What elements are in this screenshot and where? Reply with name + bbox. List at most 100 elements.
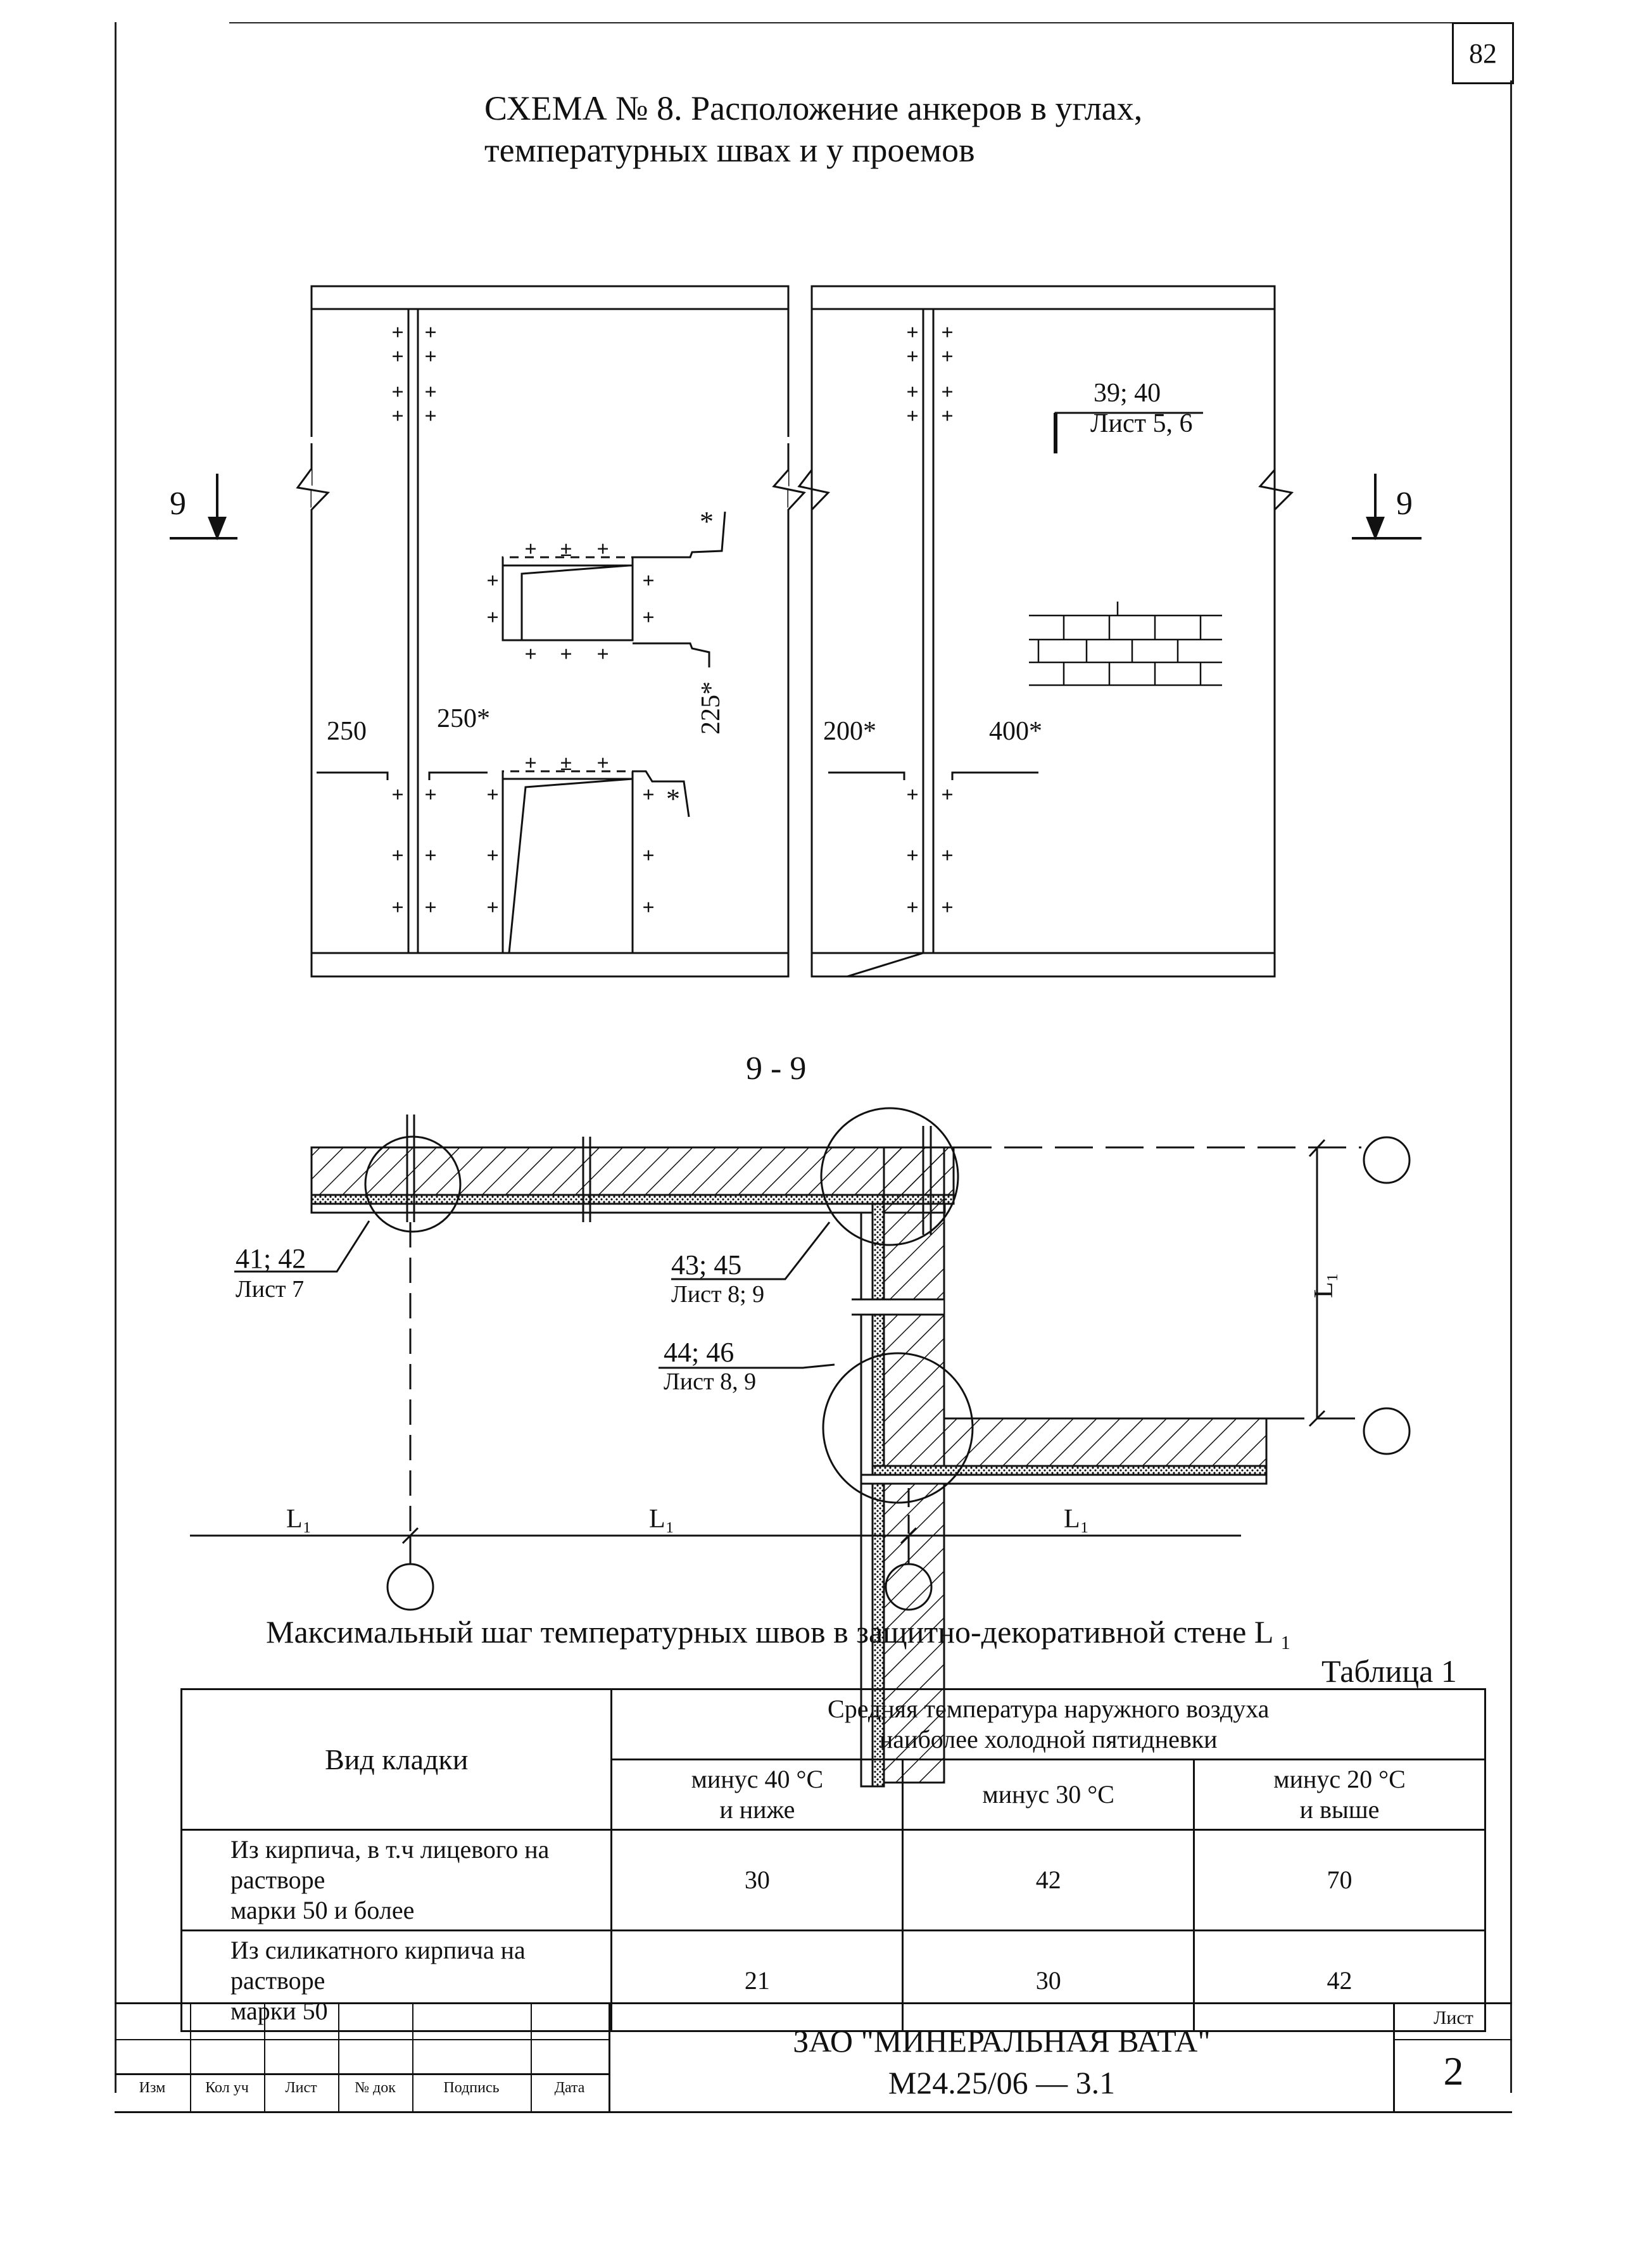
tb-sheet-value: 2: [1443, 2049, 1464, 2093]
row-value: 30: [902, 1929, 1195, 2032]
star-note-lower: *: [666, 783, 680, 814]
svg-text:+: +: [906, 321, 918, 344]
svg-text:+: +: [424, 405, 436, 428]
tb-izm: Изм: [139, 2080, 166, 2096]
tb-podpis: Подпись: [443, 2080, 500, 2096]
svg-text:+: +: [906, 345, 918, 369]
row-kind-line1: Из силикатного кирпича на растворе: [230, 1936, 526, 1995]
row-kind: Из силикатного кирпича на растворе марки…: [180, 1929, 613, 2032]
section-title: 9 - 9: [746, 1051, 806, 1087]
svg-text:+: +: [391, 844, 403, 868]
svg-text:+: +: [906, 381, 918, 404]
frame-top-line: [229, 22, 1452, 23]
svg-text:+: +: [941, 321, 953, 344]
ref-39-40-sheet: Лист 5, 6: [1090, 409, 1192, 438]
svg-text:+: +: [391, 896, 403, 919]
svg-text:+: +: [391, 405, 403, 428]
row-value: 21: [610, 1929, 904, 2032]
anchor-marks-left: ++ ++ ++ ++ +±+ ++ ++ +++ +±+ ++ ++ ++ +…: [391, 321, 654, 919]
svg-text:+: +: [906, 896, 918, 919]
svg-text:+: +: [524, 752, 536, 775]
svg-text:+: +: [906, 405, 918, 428]
svg-text:+: +: [596, 643, 608, 666]
table-caption: Максимальный шаг температурных швов в за…: [266, 1614, 1292, 1650]
schema-title-line1: СХЕМА № 8. Расположение анкеров в углах,: [484, 89, 1143, 127]
tb-company: ЗАО "МИНЕРАЛЬНАЯ ВАТА" М24.25/06 — 3.1: [610, 2020, 1393, 2104]
svg-text:+: +: [424, 783, 436, 807]
svg-text:+: +: [391, 381, 403, 404]
row-kind: Из кирпича, в т.ч лицевого на растворе м…: [180, 1829, 613, 1931]
section-mark-right: [1352, 474, 1422, 541]
ref-41-42: 41; 42: [236, 1243, 306, 1274]
svg-text:+: +: [486, 844, 498, 868]
svg-text:+: +: [596, 538, 608, 561]
col-minus-40-line2: и ниже: [719, 1795, 795, 1824]
section-label-right: 9: [1396, 486, 1413, 522]
row-value: 70: [1193, 1829, 1486, 1931]
svg-text:+: +: [642, 896, 654, 919]
svg-text:+: +: [424, 844, 436, 868]
svg-text:+: +: [424, 896, 436, 919]
svg-text:±: ±: [560, 538, 572, 561]
page-number: 82: [1452, 22, 1514, 84]
row-value: 30: [610, 1829, 904, 1931]
wall-panel-right: [797, 285, 1294, 978]
section-mark-left: [170, 474, 237, 541]
tb-sheet-label: Лист: [1434, 2007, 1473, 2028]
dim-250: 250: [327, 717, 367, 746]
svg-text:+: +: [486, 606, 498, 629]
col-minus-20-line2: и выше: [1299, 1795, 1380, 1824]
tb-list: Лист: [285, 2080, 317, 2096]
header-temp-line1: Средняя температура наружного воздуха: [828, 1695, 1270, 1723]
svg-text:+: +: [596, 752, 608, 775]
row-kind-line2: марки 50 и более: [230, 1896, 415, 1924]
row-value: 42: [1193, 1929, 1486, 2032]
ref-44-46-sheet: Лист 8, 9: [664, 1368, 756, 1395]
col-minus-30: минус 30 °С: [902, 1759, 1195, 1831]
dim-vertical-l1: L₁: [1309, 1273, 1339, 1298]
svg-text:+: +: [391, 345, 403, 369]
tb-company-name: ЗАО "МИНЕРАЛЬНАЯ ВАТА": [793, 2023, 1211, 2059]
svg-text:+: +: [906, 783, 918, 807]
svg-text:±: ±: [560, 752, 572, 775]
header-temp: Средняя температура наружного воздуха на…: [610, 1688, 1486, 1760]
dim-left-l1: L₁: [286, 1505, 312, 1534]
svg-text:+: +: [524, 643, 536, 666]
table-header-row: Вид кладки Средняя температура наружного…: [180, 1688, 1486, 1831]
tb-doc-code: М24.25/06 — 3.1: [888, 2065, 1116, 2100]
dim-225-star: 225*: [697, 681, 726, 735]
row-value: 42: [902, 1829, 1195, 1931]
svg-text:+: +: [642, 569, 654, 593]
col-minus-40-line1: минус 40 °С: [691, 1765, 824, 1793]
frame-right-line: [1510, 80, 1512, 2093]
svg-text:+: +: [941, 844, 953, 868]
col-minus-20: минус 20 °С и выше: [1193, 1759, 1486, 1831]
anchor-marks-right: ++ ++ ++ ++ ++ ++ ++: [906, 321, 953, 919]
svg-text:+: +: [486, 783, 498, 807]
ref-39-40: 39; 40: [1094, 379, 1161, 408]
svg-text:+: +: [560, 643, 572, 666]
brick-pattern: [1029, 602, 1222, 686]
section-wall: [310, 1115, 1268, 1788]
svg-text:+: +: [486, 896, 498, 919]
section-label-left: 9: [170, 486, 186, 522]
dim-400-star: 400*: [989, 717, 1042, 746]
star-note-upper: *: [700, 506, 714, 537]
svg-text:+: +: [642, 606, 654, 629]
row-kind-line1: Из кирпича, в т.ч лицевого на растворе: [230, 1835, 550, 1894]
schema-title: СХЕМА № 8. Расположение анкеров в углах,…: [484, 87, 1142, 171]
svg-text:+: +: [906, 844, 918, 868]
svg-text:+: +: [486, 569, 498, 593]
svg-text:+: +: [642, 783, 654, 807]
table-subheader-row: минус 40 °С и ниже минус 30 °С минус 20 …: [182, 1759, 1486, 1831]
table-row: Из кирпича, в т.ч лицевого на растворе м…: [180, 1829, 1486, 1931]
frame-left-line: [115, 22, 117, 2093]
tb-data: Дата: [554, 2080, 585, 2096]
row-kind-line2: марки 50: [230, 1997, 328, 2025]
svg-text:+: +: [941, 345, 953, 369]
ref-43-45: 43; 45: [671, 1249, 741, 1280]
col-minus-40: минус 40 °С и ниже: [610, 1759, 904, 1831]
svg-text:+: +: [642, 844, 654, 868]
svg-text:+: +: [391, 783, 403, 807]
